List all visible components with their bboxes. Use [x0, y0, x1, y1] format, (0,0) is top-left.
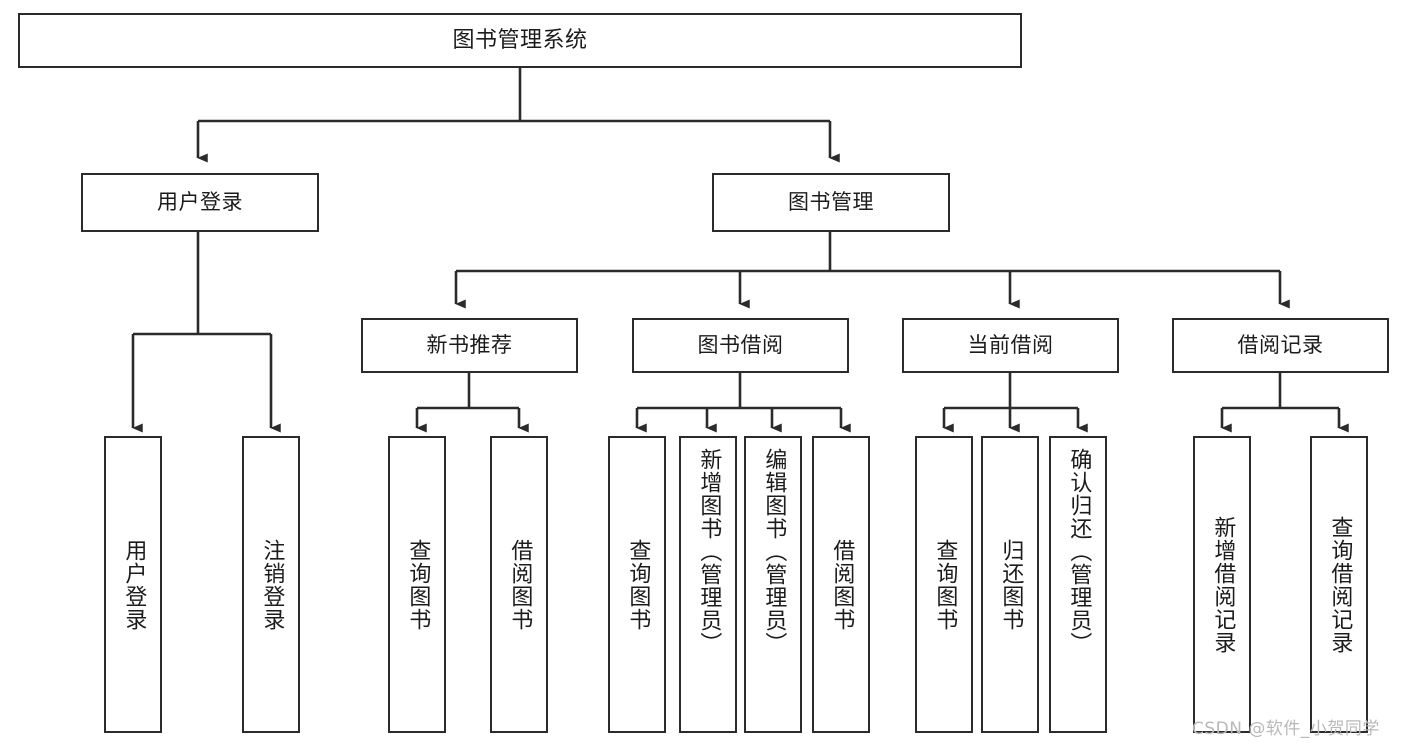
node-label: 新书推荐 — [426, 333, 513, 358]
node-label: 借阅图书 — [829, 538, 855, 631]
node-leaf-return-book[interactable]: 归还图书 — [981, 436, 1039, 733]
node-root-book-management-system[interactable]: 图书管理系统 — [18, 13, 1022, 68]
node-leaf-borrow-book-recommend[interactable]: 借阅图书 — [490, 436, 548, 733]
node-leaf-edit-book-admin[interactable]: 编辑图书（管理员） — [744, 436, 802, 733]
node-new-book-recommend[interactable]: 新书推荐 — [361, 318, 578, 373]
node-book-management[interactable]: 图书管理 — [712, 173, 950, 232]
node-current-borrow[interactable]: 当前借阅 — [902, 318, 1119, 373]
node-label: 用户登录 — [157, 190, 243, 215]
node-leaf-add-borrow-record[interactable]: 新增借阅记录 — [1193, 436, 1251, 733]
node-label: 确认归还（管理员） — [1066, 448, 1092, 655]
node-leaf-query-book-borrow[interactable]: 查询图书 — [608, 436, 666, 733]
node-leaf-add-book-admin[interactable]: 新增图书（管理员） — [679, 436, 737, 733]
node-label: 借阅图书 — [507, 538, 533, 631]
node-label: 归还图书 — [998, 538, 1024, 631]
node-leaf-query-borrow-record[interactable]: 查询借阅记录 — [1310, 436, 1368, 733]
node-label: 注销登录 — [259, 538, 285, 631]
node-leaf-query-book-current[interactable]: 查询图书 — [915, 436, 973, 733]
node-label: 图书管理 — [788, 190, 874, 215]
node-label: 图书管理系统 — [452, 27, 588, 53]
node-label: 查询图书 — [932, 538, 958, 631]
node-label: 用户登录 — [121, 538, 147, 631]
node-book-borrow[interactable]: 图书借阅 — [632, 318, 849, 373]
node-label: 查询图书 — [625, 538, 651, 631]
node-leaf-query-book-recommend[interactable]: 查询图书 — [388, 436, 446, 733]
node-leaf-user-login[interactable]: 用户登录 — [104, 436, 162, 733]
node-leaf-borrow-book[interactable]: 借阅图书 — [812, 436, 870, 733]
node-label: 借阅记录 — [1237, 333, 1324, 358]
node-borrow-record[interactable]: 借阅记录 — [1172, 318, 1389, 373]
node-label: 图书借阅 — [697, 333, 784, 358]
node-label: 新增借阅记录 — [1210, 515, 1236, 654]
node-label: 查询借阅记录 — [1327, 515, 1353, 654]
node-label: 新增图书（管理员） — [696, 448, 722, 655]
node-label: 编辑图书（管理员） — [761, 448, 787, 655]
csdn-watermark: CSDN @软件_小贺同学 — [1192, 719, 1380, 739]
node-leaf-confirm-return-admin[interactable]: 确认归还（管理员） — [1049, 436, 1107, 733]
node-label: 当前借阅 — [967, 333, 1054, 358]
node-label: 查询图书 — [405, 538, 431, 631]
node-user-login[interactable]: 用户登录 — [81, 173, 319, 232]
node-leaf-logout-login[interactable]: 注销登录 — [242, 436, 300, 733]
